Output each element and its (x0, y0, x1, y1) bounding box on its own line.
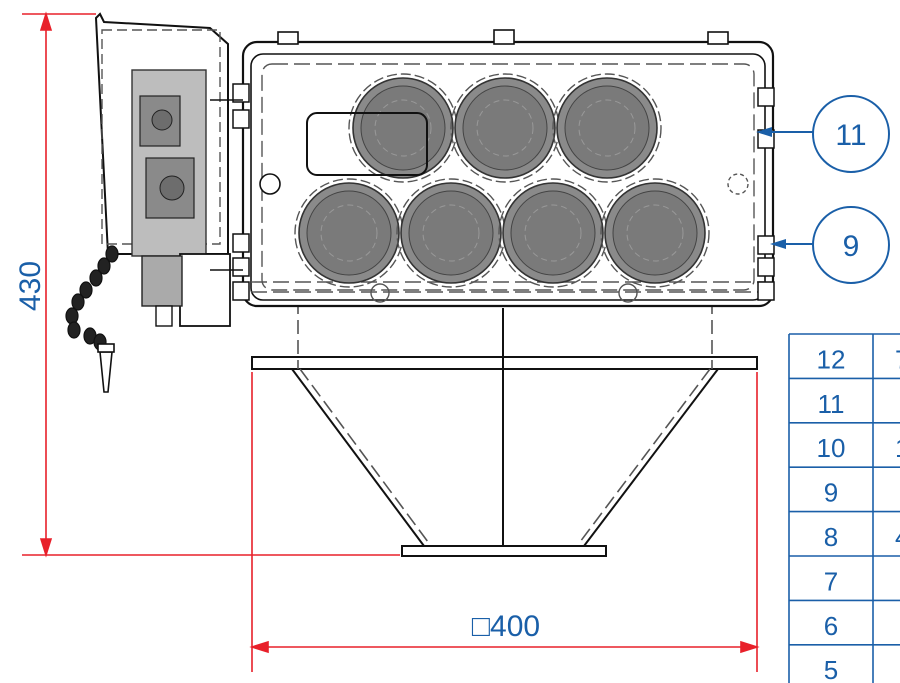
arrowhead (39, 538, 53, 558)
filter-housing (232, 29, 775, 308)
bottom-flange (401, 545, 607, 557)
arrowhead (39, 11, 53, 31)
chain-link (89, 269, 103, 287)
height-dimension-label: 430 (14, 261, 47, 311)
chain-with-plug (65, 245, 119, 393)
table-cell-position: 10 (817, 433, 846, 463)
chain-link (79, 281, 93, 299)
parts-table: 12 7 11 10 1 9 8 4 7 6 5 (788, 333, 900, 683)
table-cell-position: 9 (824, 478, 838, 508)
callout-number: 11 (835, 119, 866, 152)
filter-cartridge (600, 178, 710, 288)
table-cell-quantity: 1 (895, 433, 900, 463)
filter-cartridge (396, 178, 506, 288)
filter-cartridge (552, 73, 662, 183)
lug (493, 29, 515, 45)
valve-bracket (179, 253, 231, 327)
hex-nut-hidden (727, 173, 749, 195)
table-cell-quantity: 7 (895, 344, 900, 374)
housing-inner (250, 53, 766, 301)
arrowhead (740, 640, 760, 654)
side-clamps (232, 83, 775, 301)
callout-bubble (812, 95, 890, 173)
chain-link (71, 293, 85, 311)
table-cell-quantity: 4 (895, 522, 900, 552)
cone-right-wall (583, 368, 719, 547)
chain-link (105, 245, 119, 263)
table-cell-position: 6 (824, 611, 838, 641)
control-box (94, 12, 243, 327)
table-cell-position: 11 (818, 389, 845, 419)
inspection-window (306, 112, 428, 176)
chain-link (65, 307, 79, 325)
lug (277, 31, 299, 45)
table-cell-position: 8 (824, 522, 838, 552)
callout-number: 9 (843, 230, 860, 263)
width-dimension-label: □400 (472, 610, 540, 643)
table-cell-position: 7 (824, 566, 838, 596)
cone-left-wall (291, 368, 425, 547)
lug (707, 31, 729, 45)
top-lugs (277, 29, 729, 45)
plug (99, 351, 113, 393)
callout-bubble (812, 206, 890, 284)
hopper (251, 308, 758, 557)
top-flange (251, 356, 758, 370)
filter-cartridge (498, 178, 608, 288)
hopper-hidden-lines (297, 300, 713, 543)
hex-nut (259, 173, 281, 195)
filter-cartridges (294, 73, 710, 288)
chain-link (97, 257, 111, 275)
table-cell-position: 5 (824, 655, 838, 683)
table-cell-position: 12 (817, 344, 846, 374)
arrowhead (249, 640, 269, 654)
filter-cartridge (348, 73, 458, 183)
dimension-lines (22, 11, 760, 672)
callout-11: 11 (756, 95, 890, 173)
filter-cartridge (450, 73, 560, 183)
callout-9: 9 (770, 206, 890, 284)
filter-cartridge (294, 178, 404, 288)
chain-link (67, 321, 81, 339)
